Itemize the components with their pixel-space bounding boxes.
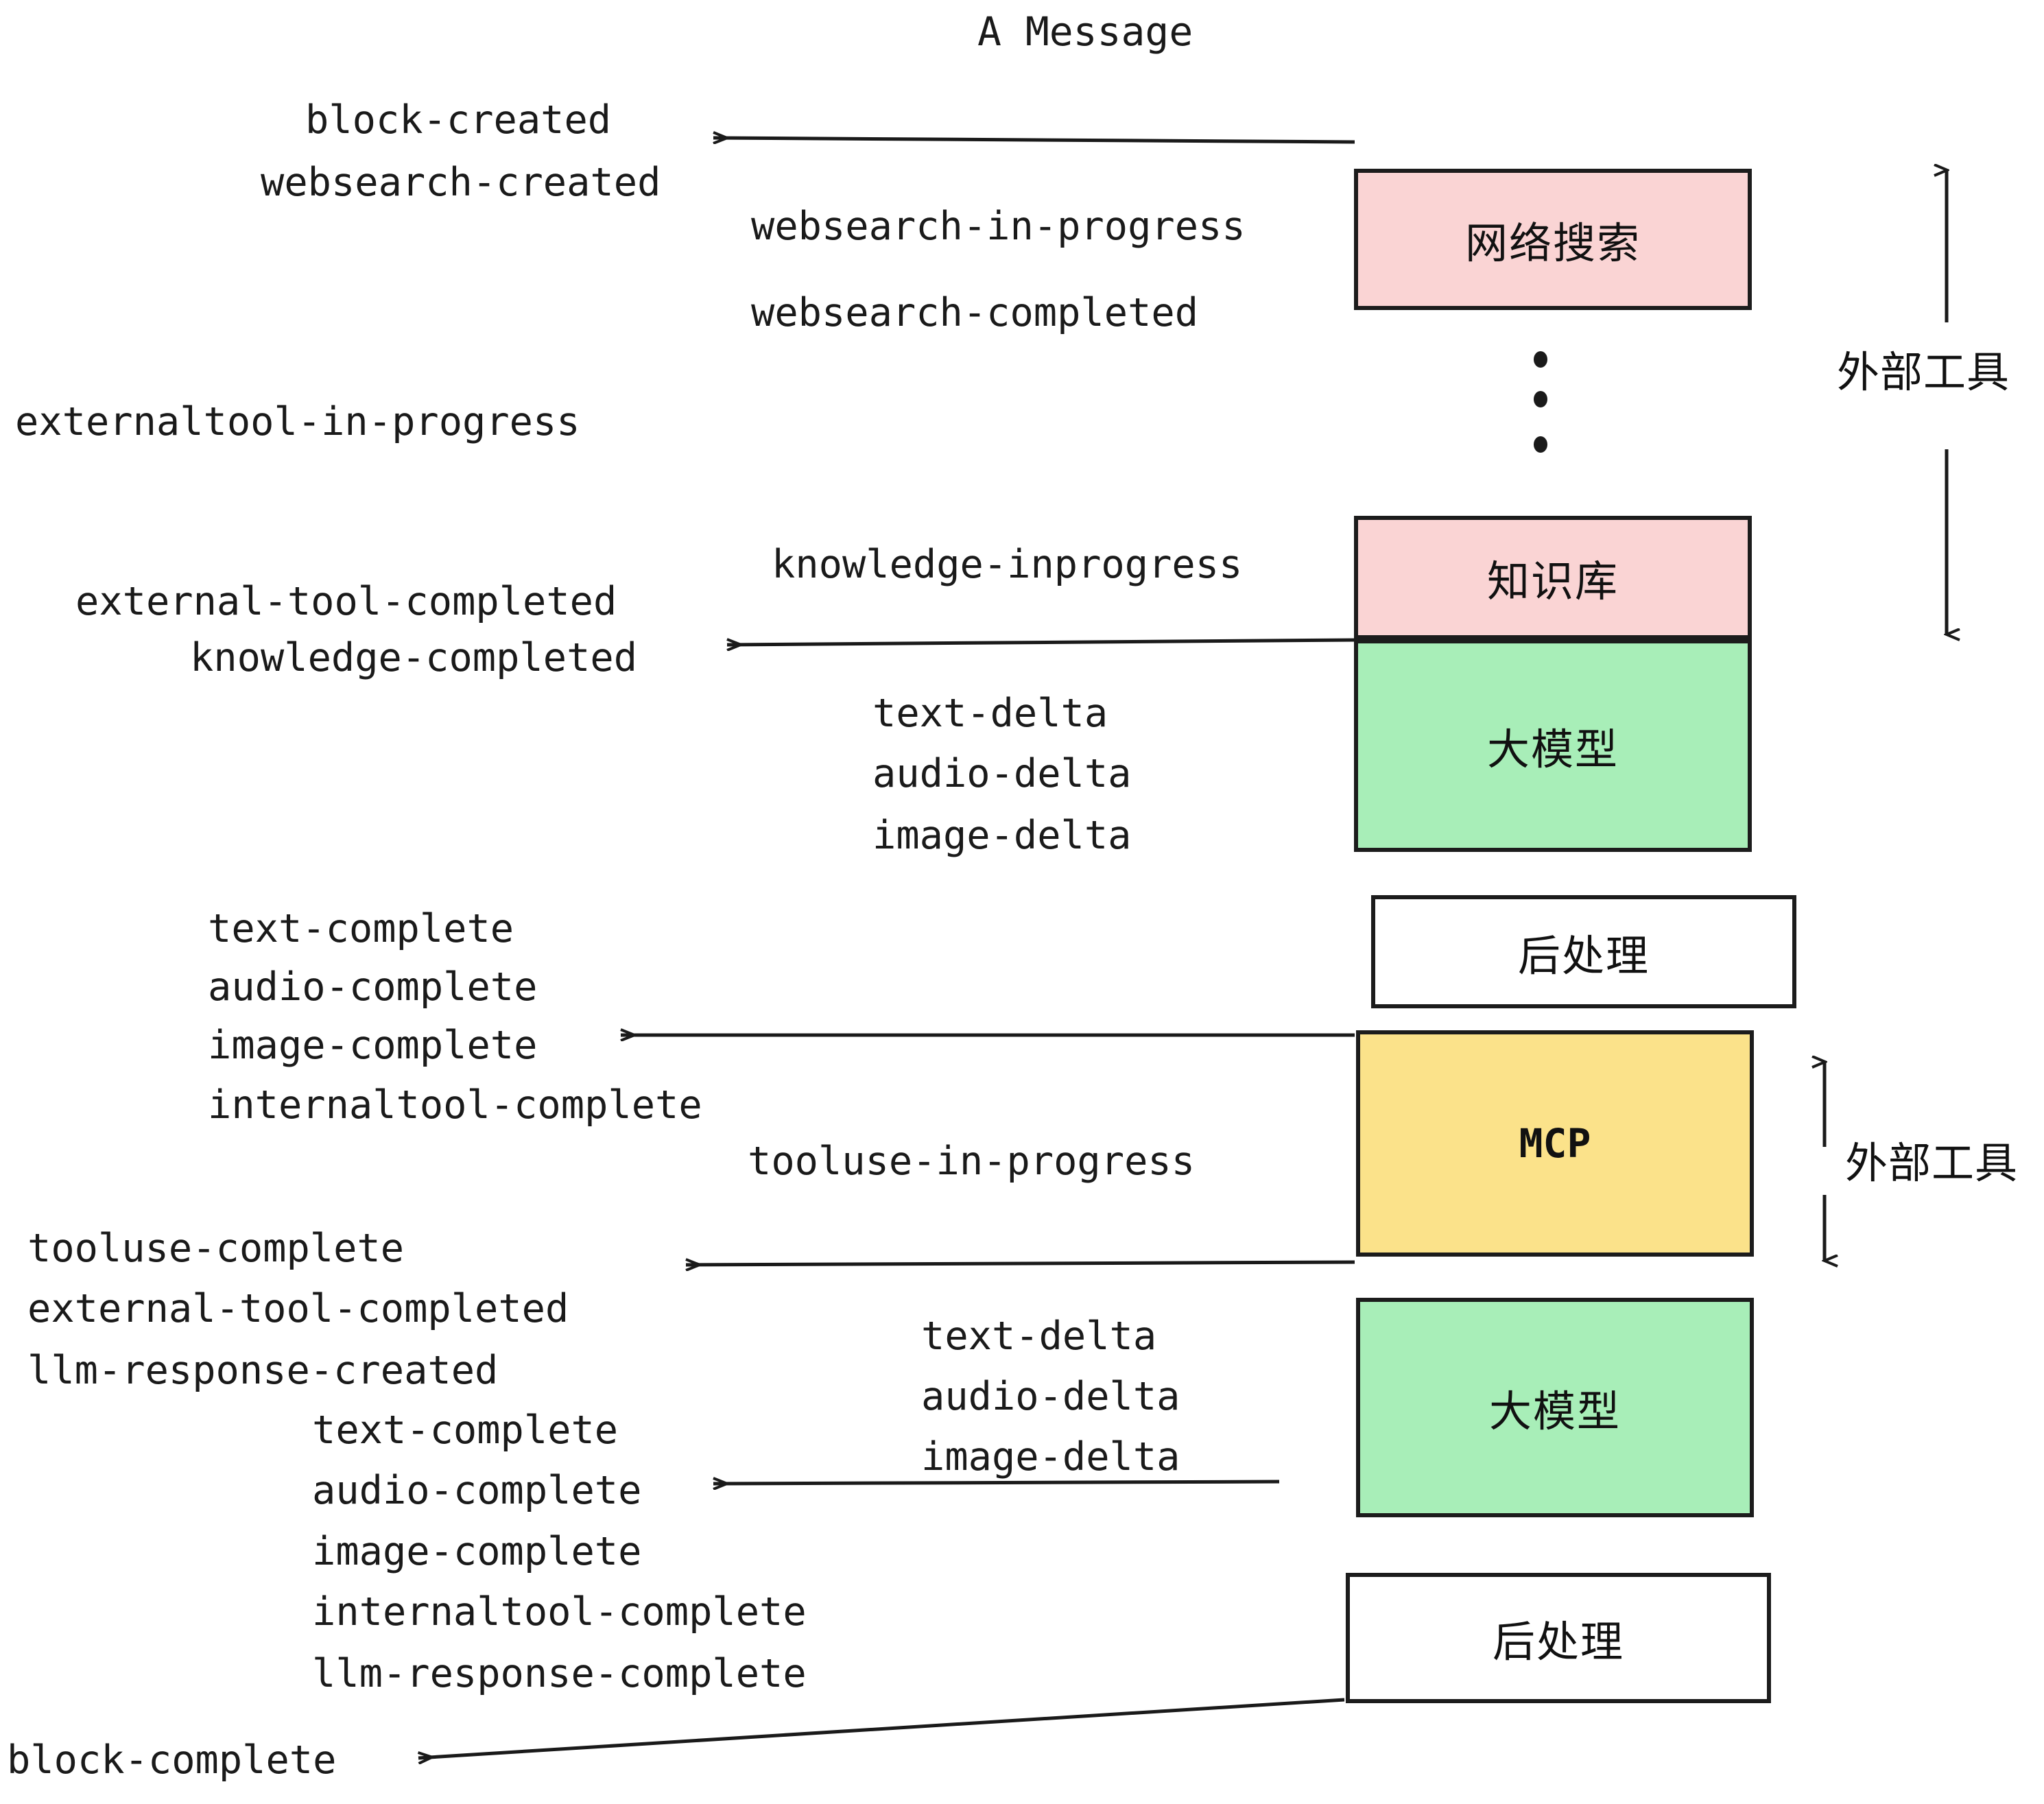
node-llm-top: 大模型 [1354,639,1752,852]
ellipsis-dot-1 [1534,351,1547,368]
node-knowledge-label: 知识库 [1486,556,1619,606]
node-postprocess-top: 后处理 [1371,895,1796,1008]
event-tooluse-complete: tooluse-complete [27,1226,405,1271]
event-websearch-completed: websearch-completed [751,290,1199,335]
event-audio-complete-1: audio-complete [208,964,538,1010]
node-mcp-label: MCP [1519,1120,1591,1167]
event-text-complete-2: text-complete [312,1408,619,1453]
event-image-delta-1: image-delta [872,813,1132,858]
event-internaltool-complete-1: internaltool-complete [208,1082,702,1128]
node-mcp: MCP [1356,1030,1754,1257]
node-llm-bottom: 大模型 [1356,1298,1754,1517]
ellipsis-dot-2 [1534,391,1547,407]
event-llm-response-complete: llm-response-complete [312,1651,807,1696]
event-text-delta-1: text-delta [872,691,1108,736]
event-image-complete-1: image-complete [208,1023,538,1068]
node-postprocess-bottom-label: 后处理 [1492,1617,1624,1667]
diagram-title: A Message [977,8,1193,55]
event-audio-delta-2: audio-delta [921,1374,1180,1419]
event-external-tool-completed-1: external-tool-completed [75,579,617,624]
event-block-created: block-created [305,97,612,143]
node-llm-bottom-label: 大模型 [1488,1386,1621,1436]
event-websearch-created: websearch-created [261,160,661,205]
event-text-complete-1: text-complete [208,906,514,951]
event-tooluse-in-progress: tooluse-in-progress [748,1139,1196,1184]
event-internaltool-complete-2: internaltool-complete [312,1589,807,1635]
event-llm-response-created: llm-response-created [27,1348,499,1393]
event-image-delta-2: image-delta [921,1434,1180,1480]
event-audio-delta-1: audio-delta [872,751,1132,796]
side-label-external-tools-bottom: 外部工具 [1845,1138,2019,1188]
event-block-complete: block-complete [7,1737,337,1783]
node-websearch-label: 网络搜索 [1464,218,1641,268]
event-external-tool-completed-2: external-tool-completed [27,1286,569,1331]
event-text-delta-2: text-delta [921,1314,1157,1359]
event-knowledge-completed: knowledge-completed [190,635,638,680]
event-externaltool-in-progress: externaltool-in-progress [15,399,580,444]
node-postprocess-bottom: 后处理 [1346,1573,1771,1703]
ellipsis-dot-3 [1534,436,1547,453]
event-image-complete-2: image-complete [312,1529,642,1574]
node-knowledge: 知识库 [1354,516,1752,639]
node-websearch: 网络搜索 [1354,169,1752,310]
side-label-external-tools-top: 外部工具 [1837,347,2010,397]
node-llm-top-label: 大模型 [1486,724,1619,774]
event-knowledge-inprogress: knowledge-inprogress [772,542,1243,587]
node-postprocess-top-label: 后处理 [1517,930,1650,981]
event-audio-complete-2: audio-complete [312,1468,642,1513]
event-websearch-in-progress: websearch-in-progress [751,204,1246,249]
